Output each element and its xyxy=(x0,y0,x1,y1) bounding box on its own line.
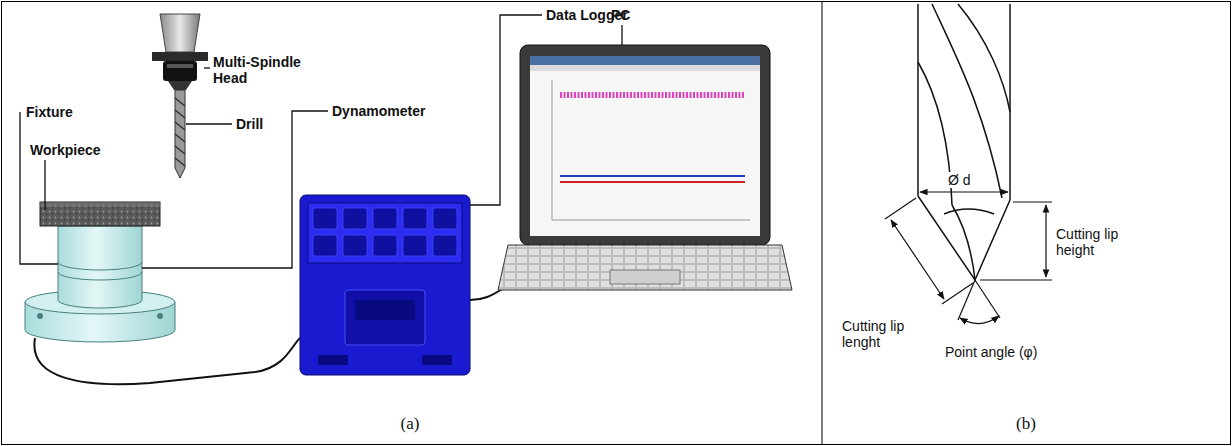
spindle-head xyxy=(168,81,192,90)
data-logger xyxy=(313,208,457,256)
dimension-line xyxy=(975,280,1000,318)
data-logger xyxy=(403,235,427,256)
drill-bit xyxy=(175,90,185,178)
dimension-label: Point angle (φ) xyxy=(945,344,1065,360)
fixture xyxy=(58,226,142,308)
spindle-head xyxy=(152,52,208,61)
data-logger xyxy=(318,355,348,365)
data-logger xyxy=(308,203,462,263)
twist-drill xyxy=(918,4,1010,280)
panel-border xyxy=(822,2,823,445)
pc-laptop xyxy=(560,181,745,183)
fixture xyxy=(58,262,142,270)
twist-drill xyxy=(917,4,919,196)
pc-laptop xyxy=(530,65,760,71)
dimension-label: Cutting lip height xyxy=(1056,226,1138,258)
pc-laptop xyxy=(552,220,750,221)
dimension-label: Cutting lip lenght xyxy=(842,318,914,350)
drill-bit xyxy=(175,90,185,178)
dynamometer xyxy=(157,313,163,319)
workpiece xyxy=(40,202,160,207)
pc-laptop xyxy=(530,56,760,65)
part-label: Data Logger xyxy=(546,7,656,23)
pc-laptop xyxy=(560,92,745,98)
leader-line xyxy=(20,112,58,264)
workpiece xyxy=(40,202,160,226)
leader-line xyxy=(186,123,232,124)
twist-drill xyxy=(944,209,994,214)
twist-drill xyxy=(932,4,1002,198)
fixture xyxy=(58,226,142,308)
pc-laptop xyxy=(552,80,553,220)
dimension-line xyxy=(920,191,1008,192)
workpiece xyxy=(40,202,160,226)
data-logger xyxy=(343,235,367,256)
dimension-label: Ø d xyxy=(946,172,990,188)
part-label: Dynamometer xyxy=(332,103,452,119)
dimension-line xyxy=(1013,201,1052,202)
data-logger xyxy=(373,208,397,229)
pc-laptop xyxy=(560,175,745,177)
spindle-head xyxy=(163,61,197,81)
leader-line xyxy=(470,15,542,205)
leader-line xyxy=(142,111,328,268)
twist-drill xyxy=(918,196,1010,280)
dimension-line xyxy=(942,283,973,304)
data-logger xyxy=(373,235,397,256)
data-logger xyxy=(313,208,337,229)
panel-caption: (a) xyxy=(380,414,440,434)
part-label: Workpiece xyxy=(30,142,130,158)
dimension-line xyxy=(885,198,916,219)
part-label: Multi-Spindle Head xyxy=(213,54,323,86)
data-logger xyxy=(403,208,427,229)
pc-laptop xyxy=(520,45,770,245)
twist-drill xyxy=(952,205,975,280)
data-logger xyxy=(433,235,457,256)
data-logger xyxy=(345,290,425,345)
dimension-line xyxy=(891,220,944,299)
data-logger xyxy=(355,300,415,320)
dimension-line xyxy=(958,280,975,320)
dimension-line xyxy=(1045,205,1046,277)
twist-drill xyxy=(958,4,1010,112)
pc-laptop xyxy=(530,56,760,236)
data-logger xyxy=(300,195,470,375)
pc-laptop xyxy=(498,245,792,290)
data-logger xyxy=(422,355,452,365)
dimension-line xyxy=(885,192,1052,324)
dynamometer xyxy=(37,313,43,319)
spindle-head xyxy=(160,14,200,52)
data-logger xyxy=(343,208,367,229)
dimension-line xyxy=(960,316,999,324)
pc-laptop xyxy=(610,270,680,284)
twist-drill xyxy=(1009,4,1011,200)
data-logger xyxy=(300,195,470,375)
panel-caption: (b) xyxy=(996,414,1056,434)
drill-bit xyxy=(175,98,185,166)
fixture xyxy=(58,272,142,280)
spindle-head xyxy=(152,14,208,90)
part-label: Fixture xyxy=(26,104,106,120)
spindle-head xyxy=(167,64,193,68)
leader-line xyxy=(621,25,622,45)
part-label: PC xyxy=(611,7,641,23)
leader-line xyxy=(44,160,45,210)
leader-line xyxy=(20,15,622,268)
leader-line xyxy=(204,67,210,68)
pc-laptop xyxy=(498,45,792,290)
dimension-line xyxy=(980,279,1052,280)
part-label: Drill xyxy=(236,116,296,132)
cable xyxy=(34,338,300,384)
data-logger xyxy=(433,208,457,229)
data-logger xyxy=(313,235,337,256)
